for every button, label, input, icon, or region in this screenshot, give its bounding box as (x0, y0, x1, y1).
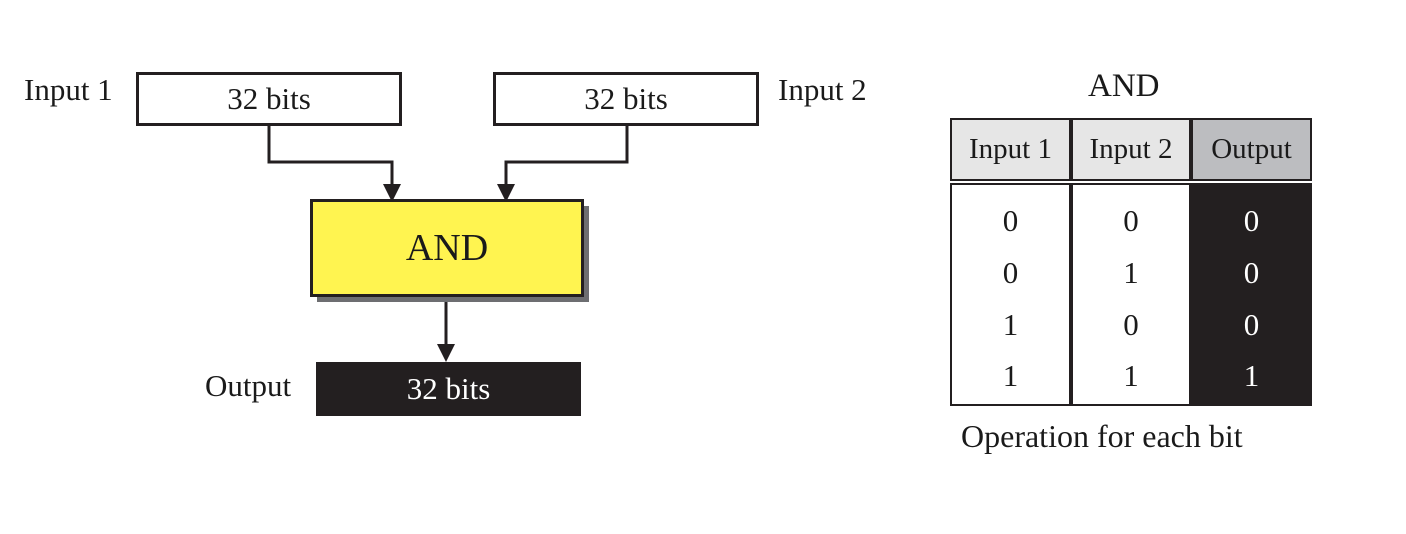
output-label: Output (205, 368, 292, 403)
input-2-box-text: 32 bits (584, 81, 668, 116)
cell-r1-input-2: 0 (1123, 203, 1139, 238)
cell-r3-input-2: 0 (1123, 307, 1139, 342)
and-gate-box: AND (310, 199, 584, 297)
header-input-2-text: Input 2 (1089, 133, 1173, 165)
input-2-box: 32 bits (493, 72, 759, 126)
header-output-text: Output (1211, 133, 1292, 165)
input-1-label: Input 1 (24, 72, 113, 107)
input-1-box-text: 32 bits (227, 81, 311, 116)
wire-input-1-to-gate (267, 126, 394, 186)
header-input-2: Input 2 (1071, 118, 1191, 181)
input-2-label: Input 2 (778, 72, 867, 107)
and-gate-label: AND (405, 227, 489, 269)
cell-r2-output: 0 (1243, 255, 1260, 290)
wire-input-2-to-gate (504, 126, 629, 186)
cell-r4-output: 1 (1243, 358, 1260, 393)
column-input-2: 0 1 0 1 (1071, 183, 1191, 406)
cell-r2-input-1: 0 (1002, 255, 1019, 290)
column-output: 0 0 0 1 (1191, 183, 1312, 406)
arrow-head-input-1 (383, 184, 401, 202)
input-1-box: 32 bits (136, 72, 402, 126)
cell-r1-input-1: 0 (1002, 203, 1019, 238)
header-input-1: Input 1 (950, 118, 1071, 181)
arrow-head-input-2 (497, 184, 515, 202)
column-input-1: 0 0 1 1 (950, 183, 1071, 406)
cell-r1-output: 0 (1243, 203, 1260, 238)
header-input-1-text: Input 1 (969, 133, 1052, 165)
output-box: 32 bits (316, 362, 581, 416)
cell-r2-input-2: 1 (1123, 255, 1139, 290)
arrow-head-output (437, 344, 455, 362)
truth-table-title: AND (1088, 68, 1160, 104)
cell-r4-input-2: 1 (1123, 358, 1139, 393)
header-output: Output (1191, 118, 1312, 181)
cell-r3-output: 0 (1243, 307, 1260, 342)
output-box-text: 32 bits (406, 371, 491, 406)
cell-r3-input-1: 1 (1002, 307, 1019, 342)
truth-table-caption: Operation for each bit (961, 418, 1243, 454)
cell-r4-input-1: 1 (1002, 358, 1019, 393)
